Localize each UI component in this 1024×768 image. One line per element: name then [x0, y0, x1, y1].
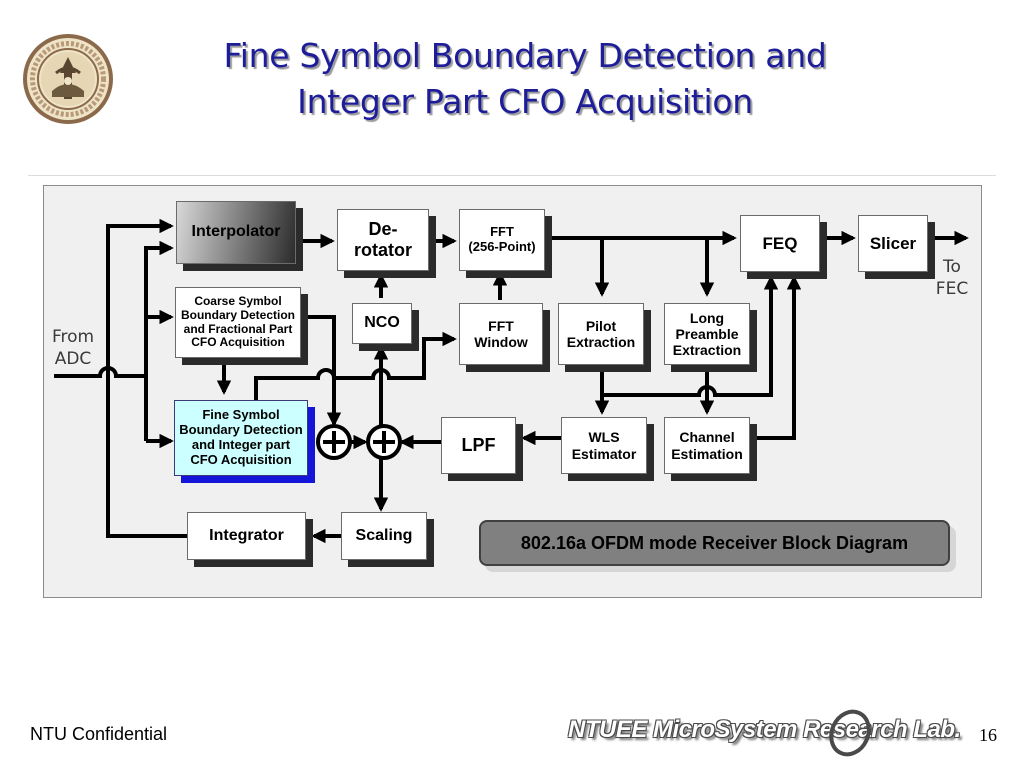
wire-coarse-adder1	[302, 315, 342, 427]
derotator-label-1: De-	[368, 219, 398, 240]
from-adc-label: From ADC	[50, 326, 96, 370]
wire-input-rail	[144, 240, 174, 441]
lpf-block: LPF	[441, 417, 516, 474]
diagram-caption: 802.16a OFDM mode Receiver Block Diagram	[479, 520, 950, 566]
coarse-detection-block: Coarse Symbol Boundary Detection and Fra…	[175, 287, 301, 358]
lab-logo-swoosh-icon	[829, 709, 871, 757]
coarse-label-2: Boundary Detection	[180, 307, 295, 322]
fft-label-1: FFT	[490, 224, 514, 240]
fft-window-label-2: Window	[474, 334, 528, 350]
fine-label-1: Fine Symbol	[202, 407, 280, 423]
wire-fine-window	[254, 331, 457, 400]
confidentiality-note: NTU Confidential	[30, 724, 168, 744]
wls-label-2: Estimator	[571, 445, 637, 462]
derotator-block: De- rotator	[337, 209, 429, 271]
integrator-label: Integrator	[209, 526, 284, 544]
derotator-label-2: rotator	[354, 240, 412, 260]
lab-logo-text: NTUEE MicroSystem Research Lab.	[568, 716, 961, 743]
fft-window-label-1: FFT	[488, 317, 514, 334]
long-preamble-label-3: Extraction	[672, 342, 742, 359]
feq-block: FEQ	[740, 215, 820, 272]
to-fec-label: To FEC	[932, 256, 972, 300]
channel-label-1: Channel	[679, 429, 735, 446]
long-preamble-label-2: Preamble	[675, 325, 739, 342]
to-fec-line-1: To	[943, 257, 961, 277]
pilot-label-1: Pilot	[585, 317, 617, 334]
scaling-label: Scaling	[355, 526, 413, 544]
interpolator-block: Interpolator	[176, 201, 296, 264]
fine-label-2: Boundary Detection	[179, 422, 303, 438]
from-adc-line-1: From	[51, 327, 95, 347]
fine-label-3: and Integer part	[191, 437, 291, 452]
to-fec-line-2: FEC	[935, 279, 969, 299]
slicer-label: Slicer	[869, 233, 917, 253]
integrator-block: Integrator	[187, 512, 306, 560]
coarse-label-4: CFO Acquisition	[191, 335, 285, 350]
wire-pilot-feq	[602, 275, 779, 397]
wire-integrator-feedback	[106, 218, 187, 538]
fft-window-block: FFT Window	[459, 303, 543, 365]
long-preamble-extraction-block: Long Preamble Extraction	[664, 303, 750, 365]
university-seal-logo	[23, 34, 113, 124]
page-number: 16	[979, 725, 997, 745]
nco-block: NCO	[352, 303, 412, 344]
slicer-block: Slicer	[858, 215, 928, 272]
nco-label: NCO	[364, 314, 400, 332]
pilot-extraction-block: Pilot Extraction	[558, 303, 644, 365]
coarse-label-3: and Fractional Part	[183, 321, 293, 336]
from-adc-line-2: ADC	[54, 349, 92, 369]
adder-2	[366, 424, 402, 460]
wire-channel-feq	[752, 275, 802, 440]
title-divider	[28, 175, 996, 176]
scaling-block: Scaling	[341, 512, 427, 560]
channel-label-2: Estimation	[671, 445, 743, 462]
wls-estimator-block: WLS Estimator	[561, 417, 647, 474]
slide-title: Fine Symbol Boundary Detection and Integ…	[140, 33, 910, 125]
diagram-caption-text: 802.16a OFDM mode Receiver Block Diagram	[520, 532, 909, 553]
coarse-label-1: Coarse Symbol	[194, 293, 282, 308]
long-preamble-label-1: Long	[689, 309, 725, 326]
fft-label-2: (256-Point)	[468, 239, 536, 254]
pilot-label-2: Extraction	[566, 334, 636, 350]
wls-label-1: WLS	[588, 429, 620, 446]
interpolator-label: Interpolator	[191, 223, 281, 241]
slide-title-line-2: Integer Part CFO Acquisition	[297, 82, 753, 121]
adder-1	[316, 424, 352, 460]
slide-title-line-1: Fine Symbol Boundary Detection and	[223, 36, 827, 75]
lpf-label: LPF	[461, 435, 496, 456]
feq-label: FEQ	[762, 233, 798, 253]
fine-detection-block: Fine Symbol Boundary Detection and Integ…	[174, 400, 308, 476]
signal-wires	[54, 218, 969, 544]
channel-estimation-block: Channel Estimation	[664, 417, 750, 474]
fft-block: FFT (256-Point)	[459, 209, 545, 271]
receiver-block-diagram: Interpolator De- rotator FFT (256-Point)…	[43, 185, 982, 598]
fine-label-4: CFO Acquisition	[190, 451, 292, 467]
